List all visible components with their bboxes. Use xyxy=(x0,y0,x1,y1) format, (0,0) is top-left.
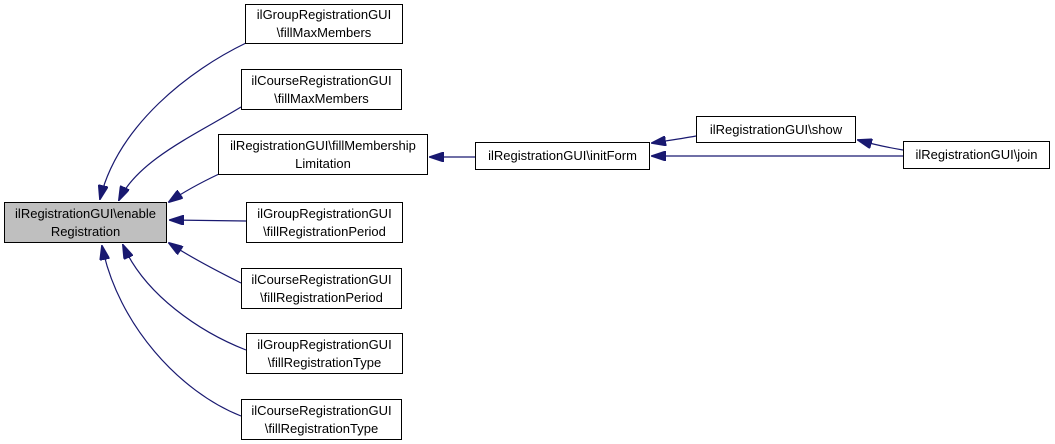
edge-group-fill-registration-type-to-enable-registration xyxy=(123,245,247,351)
node-ilgroupregistrationgui-fillregistrationperiod[interactable]: ilGroupRegistrationGUI \fillRegistration… xyxy=(246,202,403,243)
node-ilgroupregistrationgui-fillregistrationtype[interactable]: ilGroupRegistrationGUI \fillRegistration… xyxy=(246,333,403,374)
edge-group-fill-max-members-to-enable-registration xyxy=(100,42,247,199)
edge-course-fill-max-members-to-enable-registration xyxy=(119,106,242,200)
node-ilgroupregistrationgui-fillmaxmembers[interactable]: ilGroupRegistrationGUI \fillMaxMembers xyxy=(245,4,403,44)
node-ilregistrationgui-initform[interactable]: ilRegistrationGUI\initForm xyxy=(475,142,650,170)
node-ilregistrationgui-enableregistration[interactable]: ilRegistrationGUI\enable Registration xyxy=(4,202,167,243)
node-ilregistrationgui-join[interactable]: ilRegistrationGUI\join xyxy=(903,141,1050,169)
node-ilcourseregistrationgui-fillregistrationperiod[interactable]: ilCourseRegistrationGUI \fillRegistratio… xyxy=(241,268,402,309)
edge-course-fill-registration-type-to-enable-registration xyxy=(102,246,242,417)
node-ilregistrationgui-fillmembershiplimitation[interactable]: ilRegistrationGUI\fillMembership Limitat… xyxy=(218,134,428,175)
node-ilregistrationgui-show[interactable]: ilRegistrationGUI\show xyxy=(696,116,856,143)
node-ilcourseregistrationgui-fillregistrationtype[interactable]: ilCourseRegistrationGUI \fillRegistratio… xyxy=(241,399,402,440)
edge-course-fill-registration-period-to-enable-registration xyxy=(169,243,242,284)
edge-fill-membership-limitation-to-enable-registration xyxy=(169,173,220,202)
edge-show-to-init-form xyxy=(652,135,697,143)
node-ilcourseregistrationgui-fillmaxmembers[interactable]: ilCourseRegistrationGUI \fillMaxMembers xyxy=(241,69,402,110)
edge-group-fill-registration-period-to-enable-registration xyxy=(170,220,247,221)
edge-join-to-show xyxy=(858,140,904,151)
